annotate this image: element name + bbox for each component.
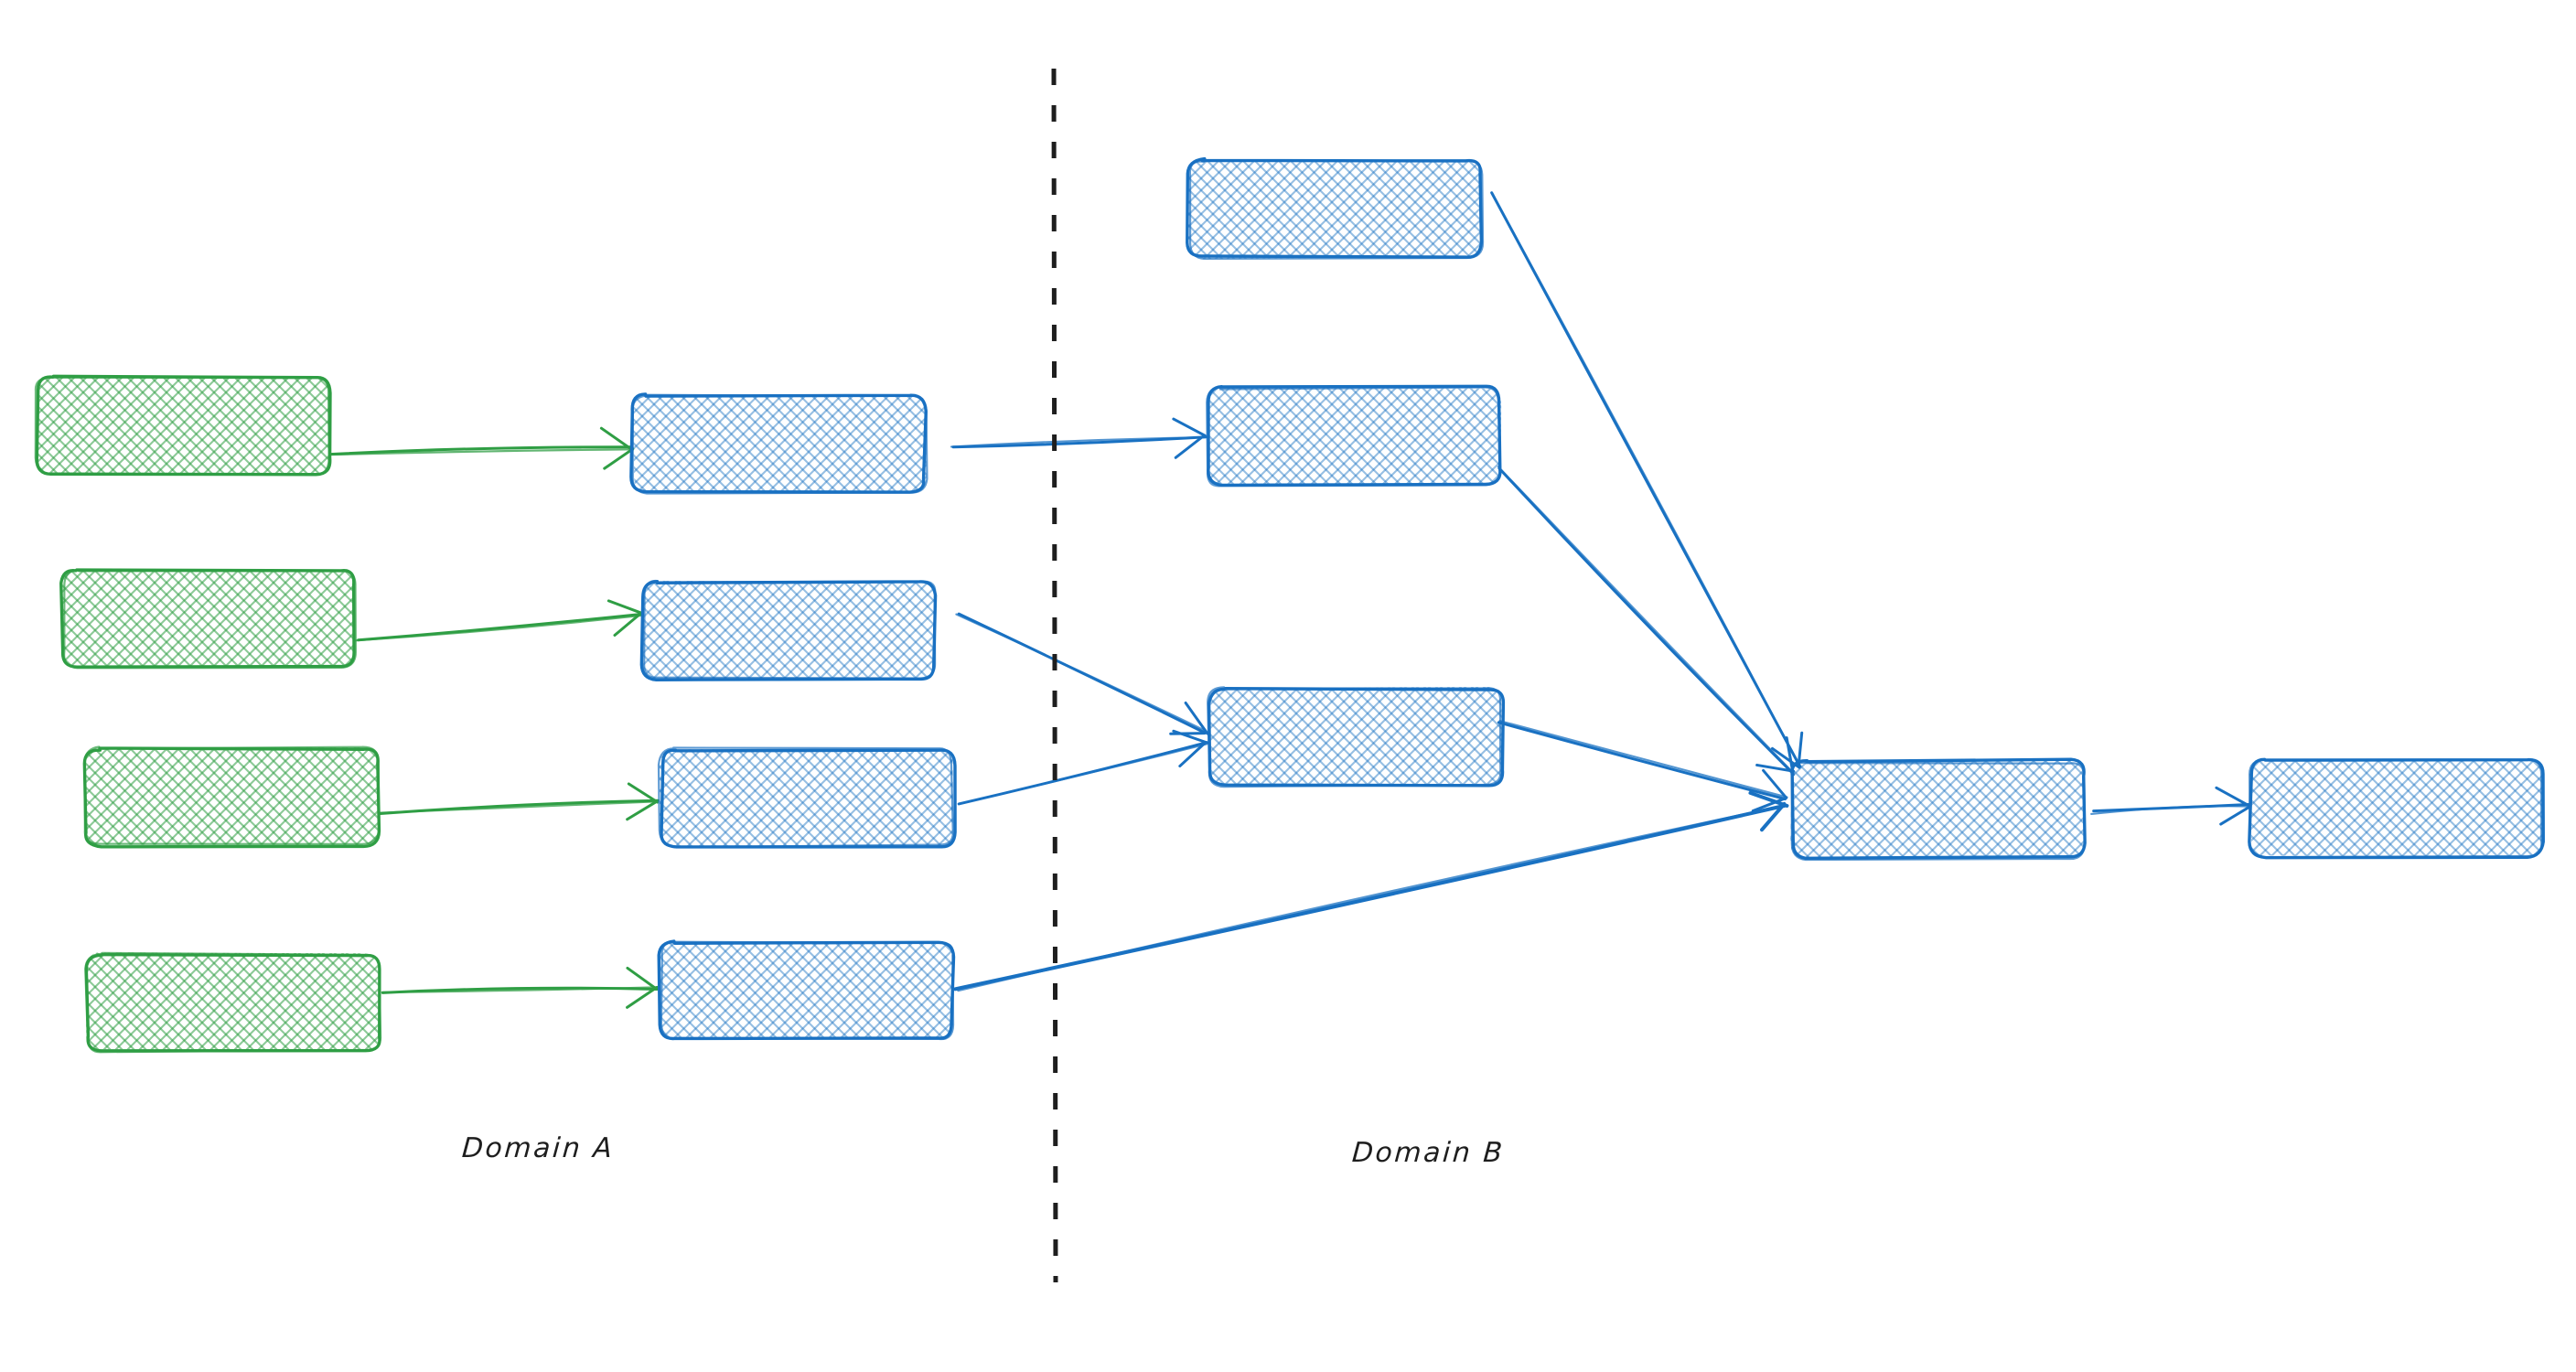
node-b3[interactable] (1207, 686, 1506, 788)
node-outline (631, 393, 928, 495)
node-outline (657, 746, 954, 849)
node-outline (1206, 386, 1501, 488)
edge-line (957, 804, 1788, 992)
node-fill (1208, 686, 1503, 785)
edge-line (1497, 466, 1795, 775)
node-m2[interactable] (639, 579, 938, 681)
edge-line (1498, 720, 1788, 799)
edge-arrowhead (2215, 786, 2251, 808)
edge-line (381, 986, 658, 993)
node-outline (34, 376, 330, 476)
edge-arrowhead (1178, 741, 1207, 768)
edge-e12[interactable] (2090, 786, 2251, 826)
edge-line (354, 614, 643, 642)
node-fill (1208, 386, 1502, 485)
node-outline (660, 940, 955, 1041)
node-outline (2249, 758, 2543, 859)
node-outline (83, 745, 381, 845)
edge-line (328, 445, 633, 456)
edge-e2[interactable] (354, 599, 643, 642)
edge-arrowhead (626, 966, 658, 991)
node-fill (85, 952, 381, 1051)
node-fill (62, 570, 356, 669)
edge-arrowhead (606, 599, 643, 615)
edge-arrowhead (1748, 790, 1789, 809)
edge-arrowhead (626, 985, 659, 1009)
domain-divider (1051, 68, 1058, 1283)
edge-arrowhead (1172, 417, 1207, 437)
edge-e5[interactable] (950, 417, 1208, 459)
node-hub[interactable] (1790, 757, 2087, 862)
node-a4[interactable] (84, 951, 382, 1054)
domain-b-label: Domain B (1350, 1137, 1506, 1169)
edge-e10[interactable] (1497, 720, 1788, 813)
node-b1[interactable] (1186, 156, 1485, 260)
node-fill (84, 747, 380, 845)
edge-arrowhead (1760, 801, 1787, 832)
edge-e6[interactable] (955, 612, 1209, 735)
edge-arrowhead (599, 426, 634, 452)
edge-arrowhead (1751, 797, 1786, 813)
edge-arrowhead (1184, 701, 1209, 735)
node-outline (1790, 761, 2087, 862)
node-outline (63, 569, 357, 670)
edge-arrowhead (613, 613, 641, 637)
node-m3[interactable] (657, 746, 957, 849)
node-fill (659, 749, 953, 847)
edge-e11[interactable] (953, 790, 1789, 992)
edge-e9[interactable] (1497, 466, 1796, 777)
node-m4[interactable] (657, 939, 956, 1041)
edge-line (950, 436, 1207, 448)
edge-line (1497, 721, 1787, 801)
node-m1[interactable] (629, 392, 928, 495)
edge-arrowhead (2219, 805, 2251, 826)
edge-e8[interactable] (1490, 191, 1804, 769)
edge-line (2090, 805, 2249, 816)
edge-line (1491, 192, 1801, 768)
edge-e1[interactable] (328, 426, 635, 470)
edge-arrowhead (1755, 763, 1796, 773)
edge-e3[interactable] (377, 782, 660, 821)
node-fill (2249, 759, 2543, 858)
node-outline (643, 579, 937, 680)
edge-line (357, 613, 642, 642)
edge-line (958, 743, 1208, 805)
node-fill (660, 940, 954, 1040)
node-a3[interactable] (82, 745, 381, 849)
node-outline (1207, 686, 1502, 788)
node-fill (1790, 760, 2085, 858)
edge-line (379, 800, 660, 814)
node-a2[interactable] (59, 568, 357, 670)
edge-arrowhead (626, 799, 660, 821)
node-outline (84, 951, 382, 1054)
edge-line (955, 613, 1207, 732)
edge-arrowhead (1172, 729, 1209, 745)
edge-e7[interactable] (957, 729, 1209, 806)
node-out[interactable] (2248, 757, 2545, 860)
node-a1[interactable] (34, 374, 332, 477)
edge-arrowhead (627, 782, 660, 804)
edge-arrowhead (1762, 768, 1788, 799)
node-outline (1188, 159, 1485, 260)
node-fill (36, 377, 330, 476)
node-fill (1188, 160, 1482, 259)
edge-line (330, 448, 634, 456)
edge-arrowhead (1174, 434, 1206, 459)
domain-a-label: Domain A (460, 1132, 616, 1164)
node-fill (641, 580, 936, 680)
edge-arrowhead (603, 447, 635, 470)
node-b2[interactable] (1206, 384, 1502, 488)
edge-line (1497, 466, 1794, 774)
node-fill (632, 394, 928, 493)
edge-e4[interactable] (381, 966, 659, 1009)
